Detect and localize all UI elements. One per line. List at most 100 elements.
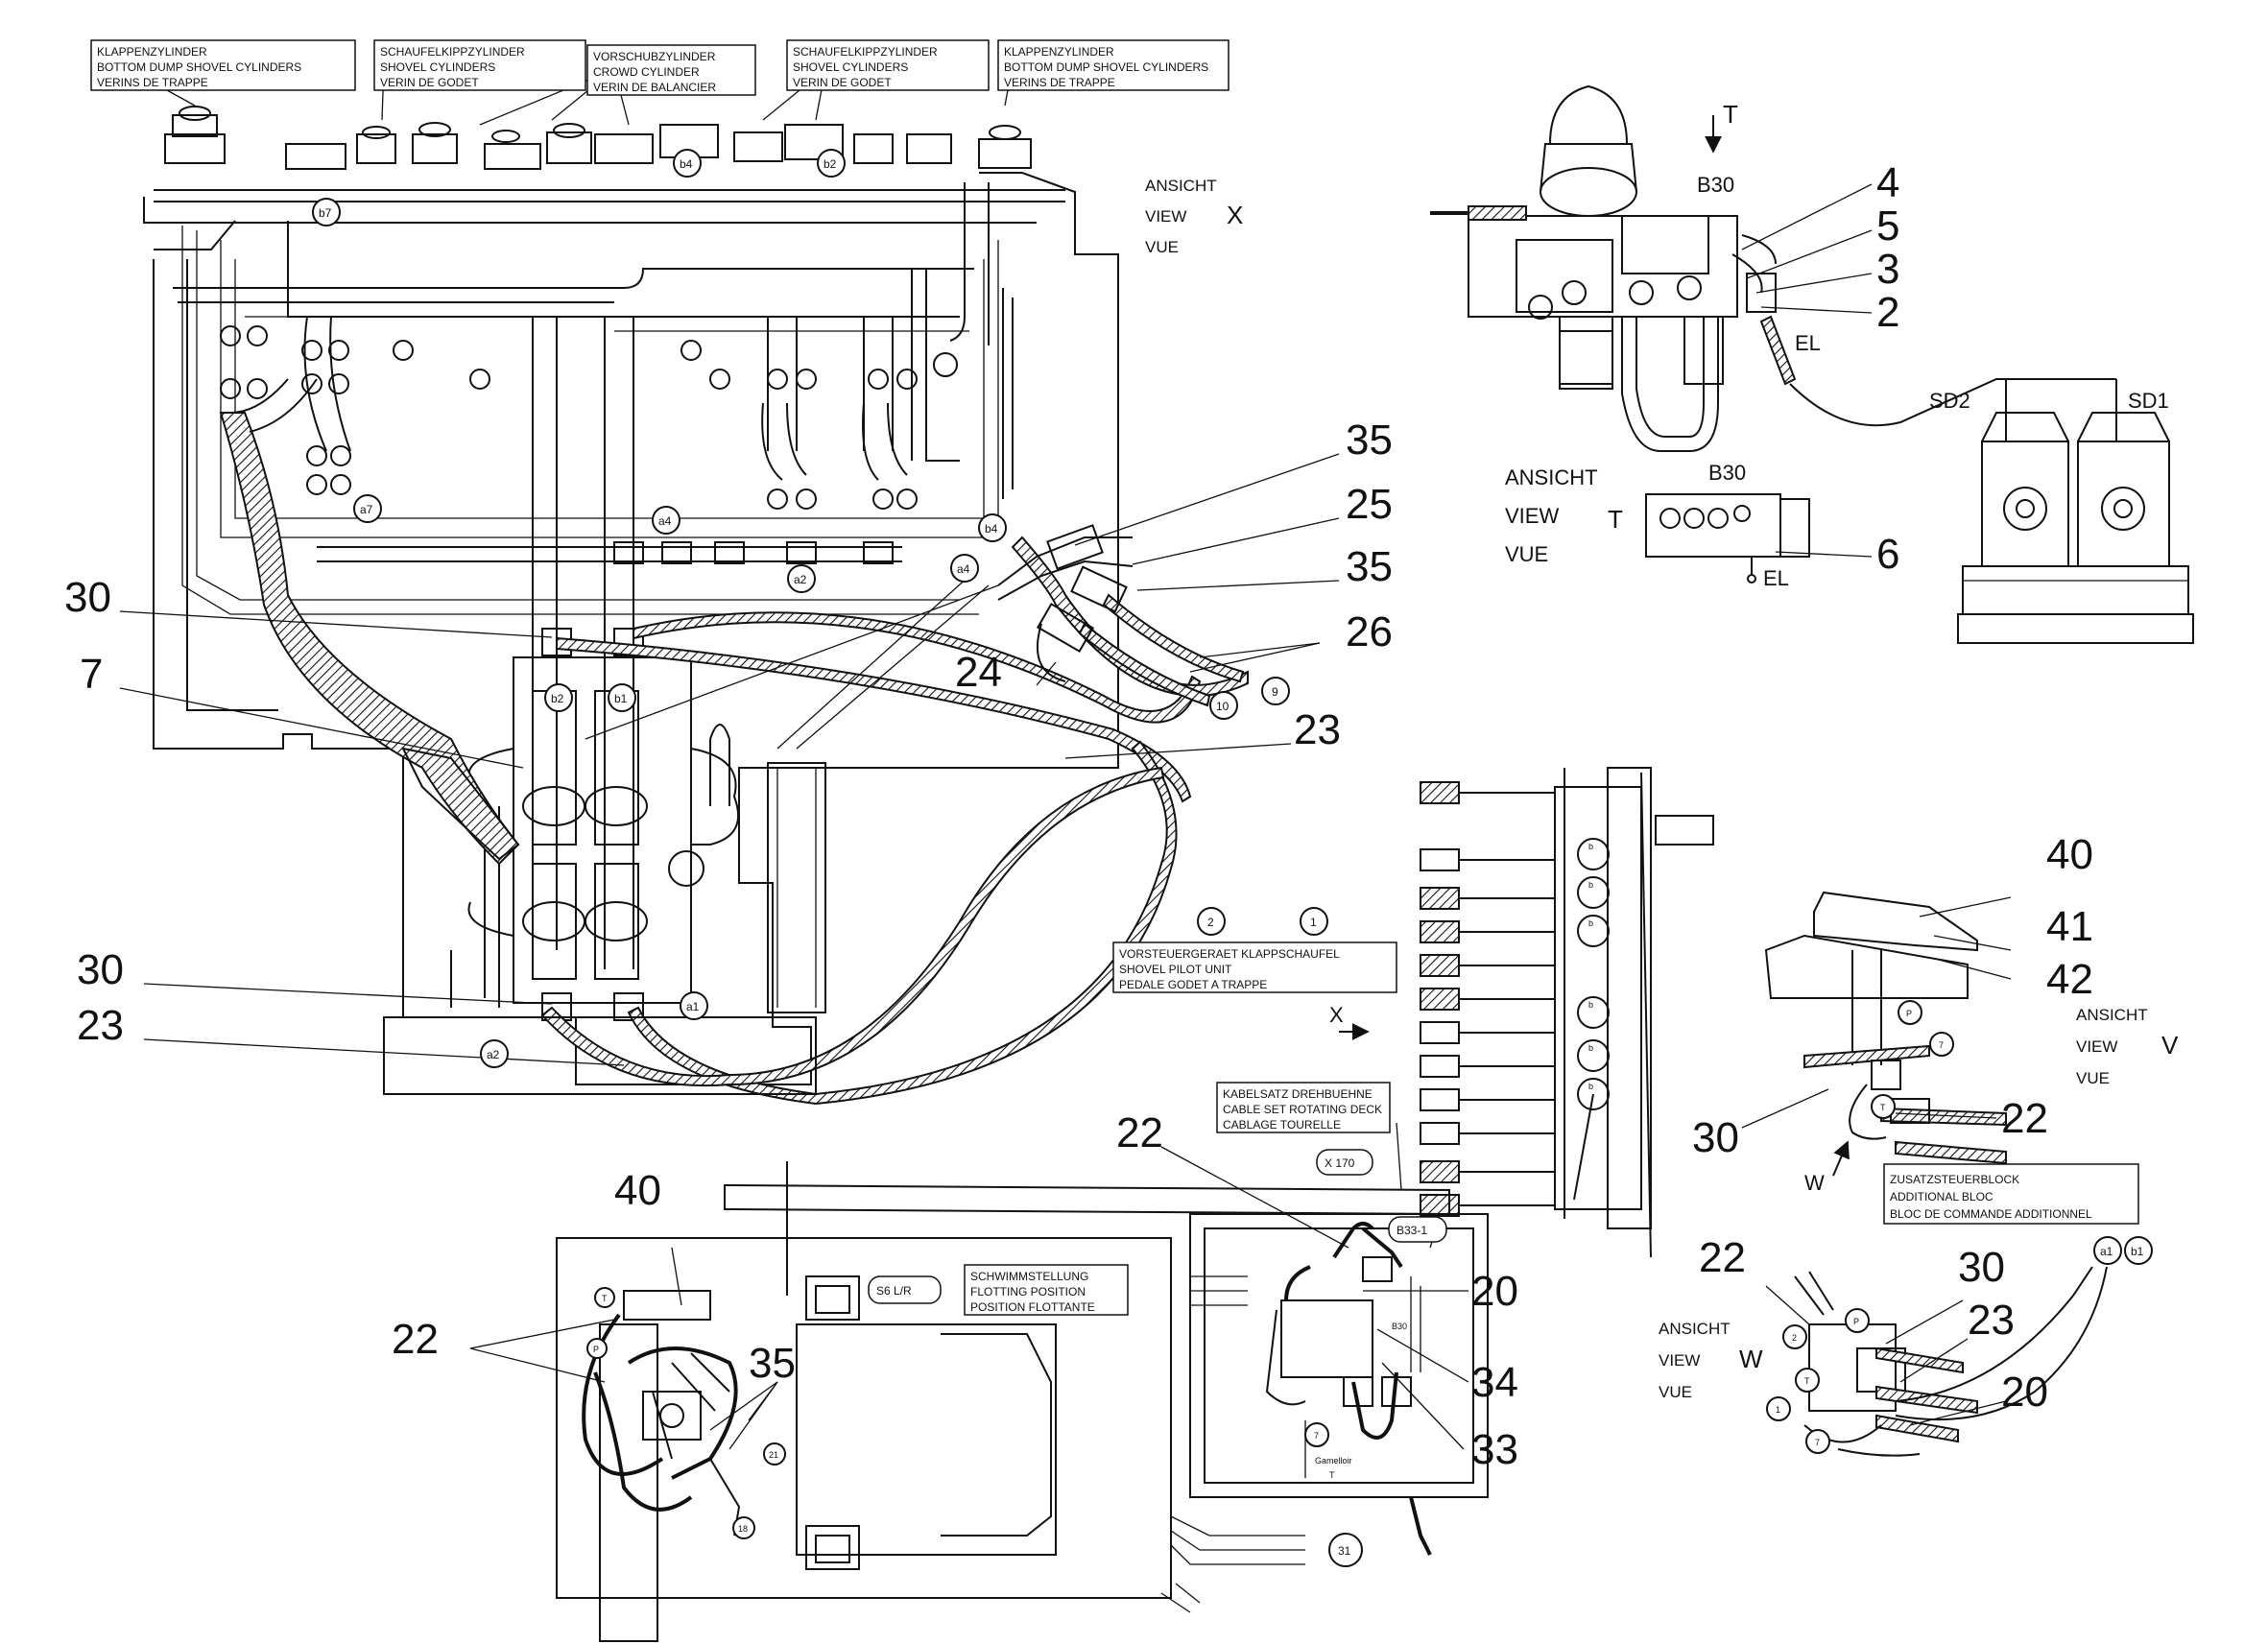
svg-text:a4: a4 [957,562,970,576]
svg-text:a1: a1 [686,1000,700,1013]
svg-text:P: P [1906,1009,1912,1018]
part-30: 30 [77,946,124,993]
bubble-2: 2 [1197,907,1226,936]
svg-text:SD1: SD1 [2128,389,2169,413]
bubble-a1: a1 [2093,1236,2122,1265]
svg-text:CROWD CYLINDER: CROWD CYLINDER [593,65,700,79]
svg-text:7: 7 [1939,1040,1944,1050]
svg-text:a4: a4 [658,514,672,528]
svg-text:1: 1 [1310,916,1317,929]
svg-text:KABELSATZ DREHBUEHNE: KABELSATZ DREHBUEHNE [1223,1087,1373,1101]
svg-text:b: b [1588,1000,1593,1010]
svg-text:VUE: VUE [2076,1069,2110,1087]
svg-text:VIEW: VIEW [1145,207,1186,226]
svg-text:EL: EL [1763,566,1789,590]
svg-text:SD2: SD2 [1929,389,1970,413]
label-box-floating: SCHWIMMSTELLUNG FLOTTING POSITION POSITI… [964,1264,1129,1316]
svg-text:ANSICHT: ANSICHT [2076,1006,2148,1024]
svg-text:7: 7 [1815,1438,1820,1447]
part-30: 30 [1692,1114,1739,1161]
part-22: 22 [1699,1234,1746,1281]
svg-text:FLOTTING POSITION: FLOTTING POSITION [970,1285,1086,1299]
view-v-pedal [1764,891,2007,1165]
bubble-t: T [594,1287,615,1308]
label-box-shovel-left: SCHAUFELKIPPZYLINDER SHOVEL CYLINDERS VE… [373,39,586,91]
part-7: 7 [80,651,103,698]
svg-text:b7: b7 [319,206,332,220]
label-box-additional: ZUSATZSTEUERBLOCK ADDITIONAL BLOC BLOC D… [1883,1163,2139,1225]
svg-text:BLOC DE COMMANDE ADDITIONNEL: BLOC DE COMMANDE ADDITIONNEL [1890,1207,2092,1221]
svg-text:b2: b2 [551,692,564,705]
svg-text:PEDALE GODET A TRAPPE: PEDALE GODET A TRAPPE [1119,978,1267,991]
bubble-a4: a4 [950,554,979,583]
svg-text:T: T [1880,1103,1886,1112]
bubble-b1: b1 [2124,1236,2153,1265]
bubble-10: 10 [1209,691,1238,720]
label-box-shovel-right: SCHAUFELKIPPZYLINDER SHOVEL CYLINDERS VE… [786,39,990,91]
part-20: 20 [1471,1268,1518,1315]
part-22: 22 [1116,1109,1163,1156]
svg-text:B33-1: B33-1 [1397,1224,1427,1237]
svg-text:SHOVEL PILOT UNIT: SHOVEL PILOT UNIT [1119,963,1232,976]
svg-text:T: T [1329,1470,1335,1480]
svg-text:ANSICHT: ANSICHT [1659,1320,1731,1338]
bubble-b2: b2 [817,149,846,178]
small-labels: T B30 EL SD2 SD1 B30 EL X W B30 Gamelloi… [1315,100,2169,1480]
svg-text:VUE: VUE [1145,238,1179,256]
svg-text:31: 31 [1338,1544,1351,1558]
bubble-1: 1 [1300,907,1328,936]
bubble-a7: a7 [353,494,382,523]
svg-text:VORSCHUBZYLINDER: VORSCHUBZYLINDER [593,50,716,63]
part-4: 4 [1876,159,1899,206]
svg-text:7: 7 [1314,1431,1319,1441]
svg-text:b1: b1 [614,692,628,705]
svg-text:POSITION FLOTTANTE: POSITION FLOTTANTE [970,1300,1095,1314]
svg-text:VIEW: VIEW [1659,1351,1700,1370]
part-24: 24 [955,649,1002,696]
bubble-7: 7 [1929,1032,1954,1057]
svg-text:W: W [1739,1345,1763,1373]
bubble-a1: a1 [680,991,708,1020]
svg-text:a2: a2 [487,1048,500,1061]
bubbles: b7 b4 b2 a7 a4 a2 b4 a4 b2 b1 a1 a2 10 9… [312,149,2153,1567]
bottom-assembly [556,1161,1489,1642]
part-34: 34 [1471,1359,1518,1406]
svg-text:a1: a1 [2100,1245,2113,1258]
bubble-2: 2 [1782,1324,1807,1349]
svg-text:T: T [1723,100,1738,129]
part-30: 30 [1958,1244,2005,1291]
label-box-bottom-dump-left: KLAPPENZYLINDER BOTTOM DUMP SHOVEL CYLIN… [90,39,356,91]
svg-text:VIEW: VIEW [1505,504,1559,528]
svg-text:10: 10 [1216,700,1229,713]
part-6: 6 [1876,531,1899,578]
view-w-arrow [1832,1140,1850,1177]
bubble-b4: b4 [673,149,702,178]
bubble-t: T [1795,1368,1820,1393]
bubble-b4: b4 [978,513,1007,542]
bubble-a4: a4 [652,506,680,535]
svg-text:1: 1 [1776,1405,1780,1415]
svg-text:BOTTOM DUMP SHOVEL CYLINDERS: BOTTOM DUMP SHOVEL CYLINDERS [1004,60,1208,74]
svg-text:VORSTEUERGERAET KLAPPSCHAUFEL: VORSTEUERGERAET KLAPPSCHAUFEL [1119,947,1340,961]
part-23: 23 [1294,706,1341,753]
part-25: 25 [1346,481,1393,528]
svg-text:CABLE SET ROTATING DECK: CABLE SET ROTATING DECK [1223,1103,1382,1116]
svg-text:BOTTOM DUMP SHOVEL CYLINDERS: BOTTOM DUMP SHOVEL CYLINDERS [97,60,301,74]
main-valve-assembly [143,106,1249,1106]
part-numbers: 35 25 35 26 30 7 24 23 30 23 4 5 3 2 6 4… [64,159,2093,1473]
part-5: 5 [1876,203,1899,250]
part-20: 20 [2001,1369,2048,1416]
svg-text:X: X [1227,201,1243,229]
view-w-assembly [1794,1266,2108,1457]
bubble-t: T [1871,1094,1896,1119]
svg-text:VERIN DE BALANCIER: VERIN DE BALANCIER [593,81,716,94]
svg-text:a7: a7 [360,503,373,516]
part-30: 30 [64,574,111,621]
bubble-b7: b7 [312,198,341,226]
view-w-label: ANSICHT VIEW VUE W [1659,1320,1763,1401]
bubble-1: 1 [1766,1396,1791,1421]
svg-text:KLAPPENZYLINDER: KLAPPENZYLINDER [1004,45,1114,59]
svg-text:2: 2 [1792,1333,1797,1343]
